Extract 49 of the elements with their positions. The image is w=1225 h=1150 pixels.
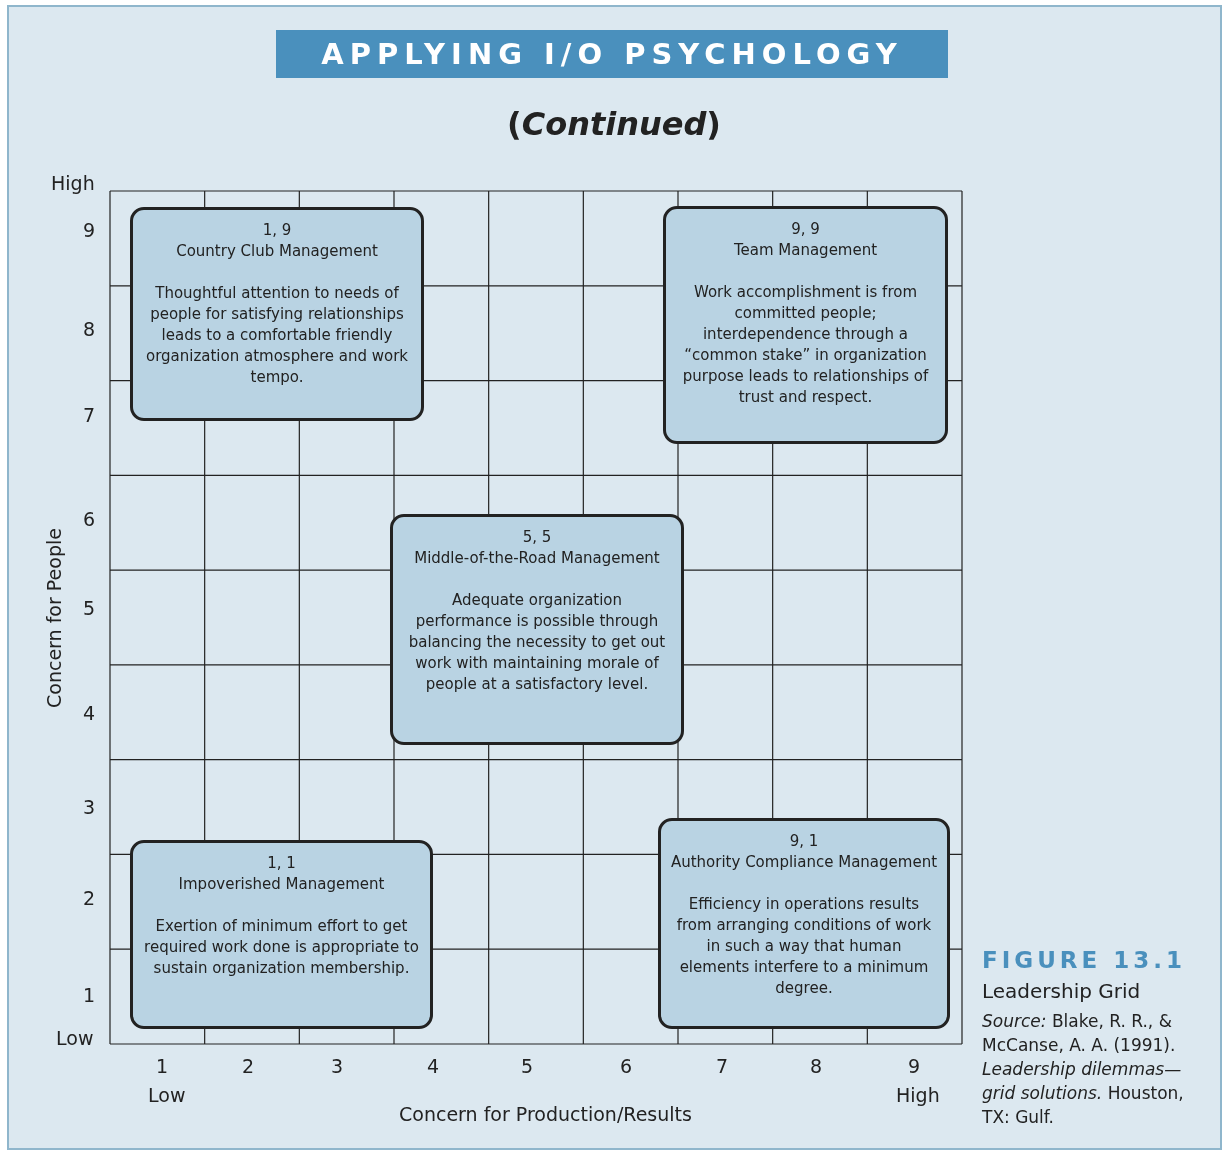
grid-coordinates: 5, 5: [521, 527, 553, 548]
style-box: [663, 206, 948, 444]
source-note: Source: Blake, R. R., & McCanse, A. A. (1991). Leadership dilemmas—grid solutions. Houston, TX: Gulf.: [982, 1010, 1185, 1129]
style-description: Thoughtful attention to needs of people for satisfying relationships leads to a comfortable friendly organization atmosphere and work tempo.: [144, 283, 410, 388]
axis-label: High: [51, 172, 95, 194]
axis-label: High: [896, 1084, 940, 1106]
style-box: [658, 818, 950, 1029]
tick-label: 8: [83, 318, 96, 340]
tick-label: 2: [83, 887, 96, 909]
axis-title: Concern for Production/Results: [399, 1103, 692, 1125]
tick-label: 1: [156, 1055, 169, 1077]
grid-coordinates: 9, 1: [788, 831, 820, 852]
tick-label: 2: [242, 1055, 255, 1077]
grid-coordinates: 9, 9: [790, 219, 821, 240]
tick-label: 9: [83, 219, 96, 241]
subtitle: (Continued): [506, 105, 722, 143]
tick-label: 7: [83, 404, 96, 426]
style-box: [130, 840, 433, 1029]
axis-title: Concern for People: [43, 527, 65, 710]
style-name: Authority Compliance Management: [669, 852, 939, 873]
axis-label: Low: [56, 1027, 94, 1049]
style-name: Team Management: [732, 240, 879, 261]
style-name: Impoverished Management: [177, 874, 386, 895]
style-name: Country Club Management: [175, 241, 379, 262]
tick-label: 9: [908, 1055, 921, 1077]
style-description: Adequate organization performance is possible through balancing the necessity to get out work with maintaining morale of people at a satisfactory level.: [407, 590, 667, 695]
tick-label: 1: [83, 984, 96, 1006]
tick-label: 3: [83, 796, 96, 818]
title-banner: APPLYING I/O PSYCHOLOGY: [276, 30, 948, 78]
tick-label: 5: [521, 1055, 534, 1077]
axis-label: Low: [148, 1084, 186, 1106]
tick-label: 3: [331, 1055, 344, 1077]
style-box: [130, 207, 424, 421]
tick-label: 8: [810, 1055, 823, 1077]
tick-label: 6: [83, 508, 96, 530]
grid-coordinates: 1, 9: [261, 220, 293, 241]
style-description: Work accomplishment is from committed people; interdependence through a “common stake” in organization purpose leads to relationships of trust and respect.: [681, 282, 930, 408]
figure-title: Leadership Grid: [982, 979, 1141, 1003]
figure-number: FIGURE 13.1: [982, 947, 1186, 973]
style-box: [390, 514, 684, 745]
grid-coordinates: 1, 1: [266, 853, 297, 874]
tick-label: 6: [620, 1055, 633, 1077]
style-description: Exertion of minimum effort to get required work done is appropriate to sustain organization membership.: [143, 916, 420, 979]
tick-label: 5: [83, 597, 96, 619]
tick-label: 4: [83, 702, 96, 724]
style-name: Middle-of-the-Road Management: [413, 548, 661, 569]
tick-label: 7: [716, 1055, 729, 1077]
tick-label: 4: [427, 1055, 440, 1077]
style-description: Efficiency in operations results from arranging conditions of work in such a way that human elements interfere to a minimum degree.: [675, 894, 933, 999]
